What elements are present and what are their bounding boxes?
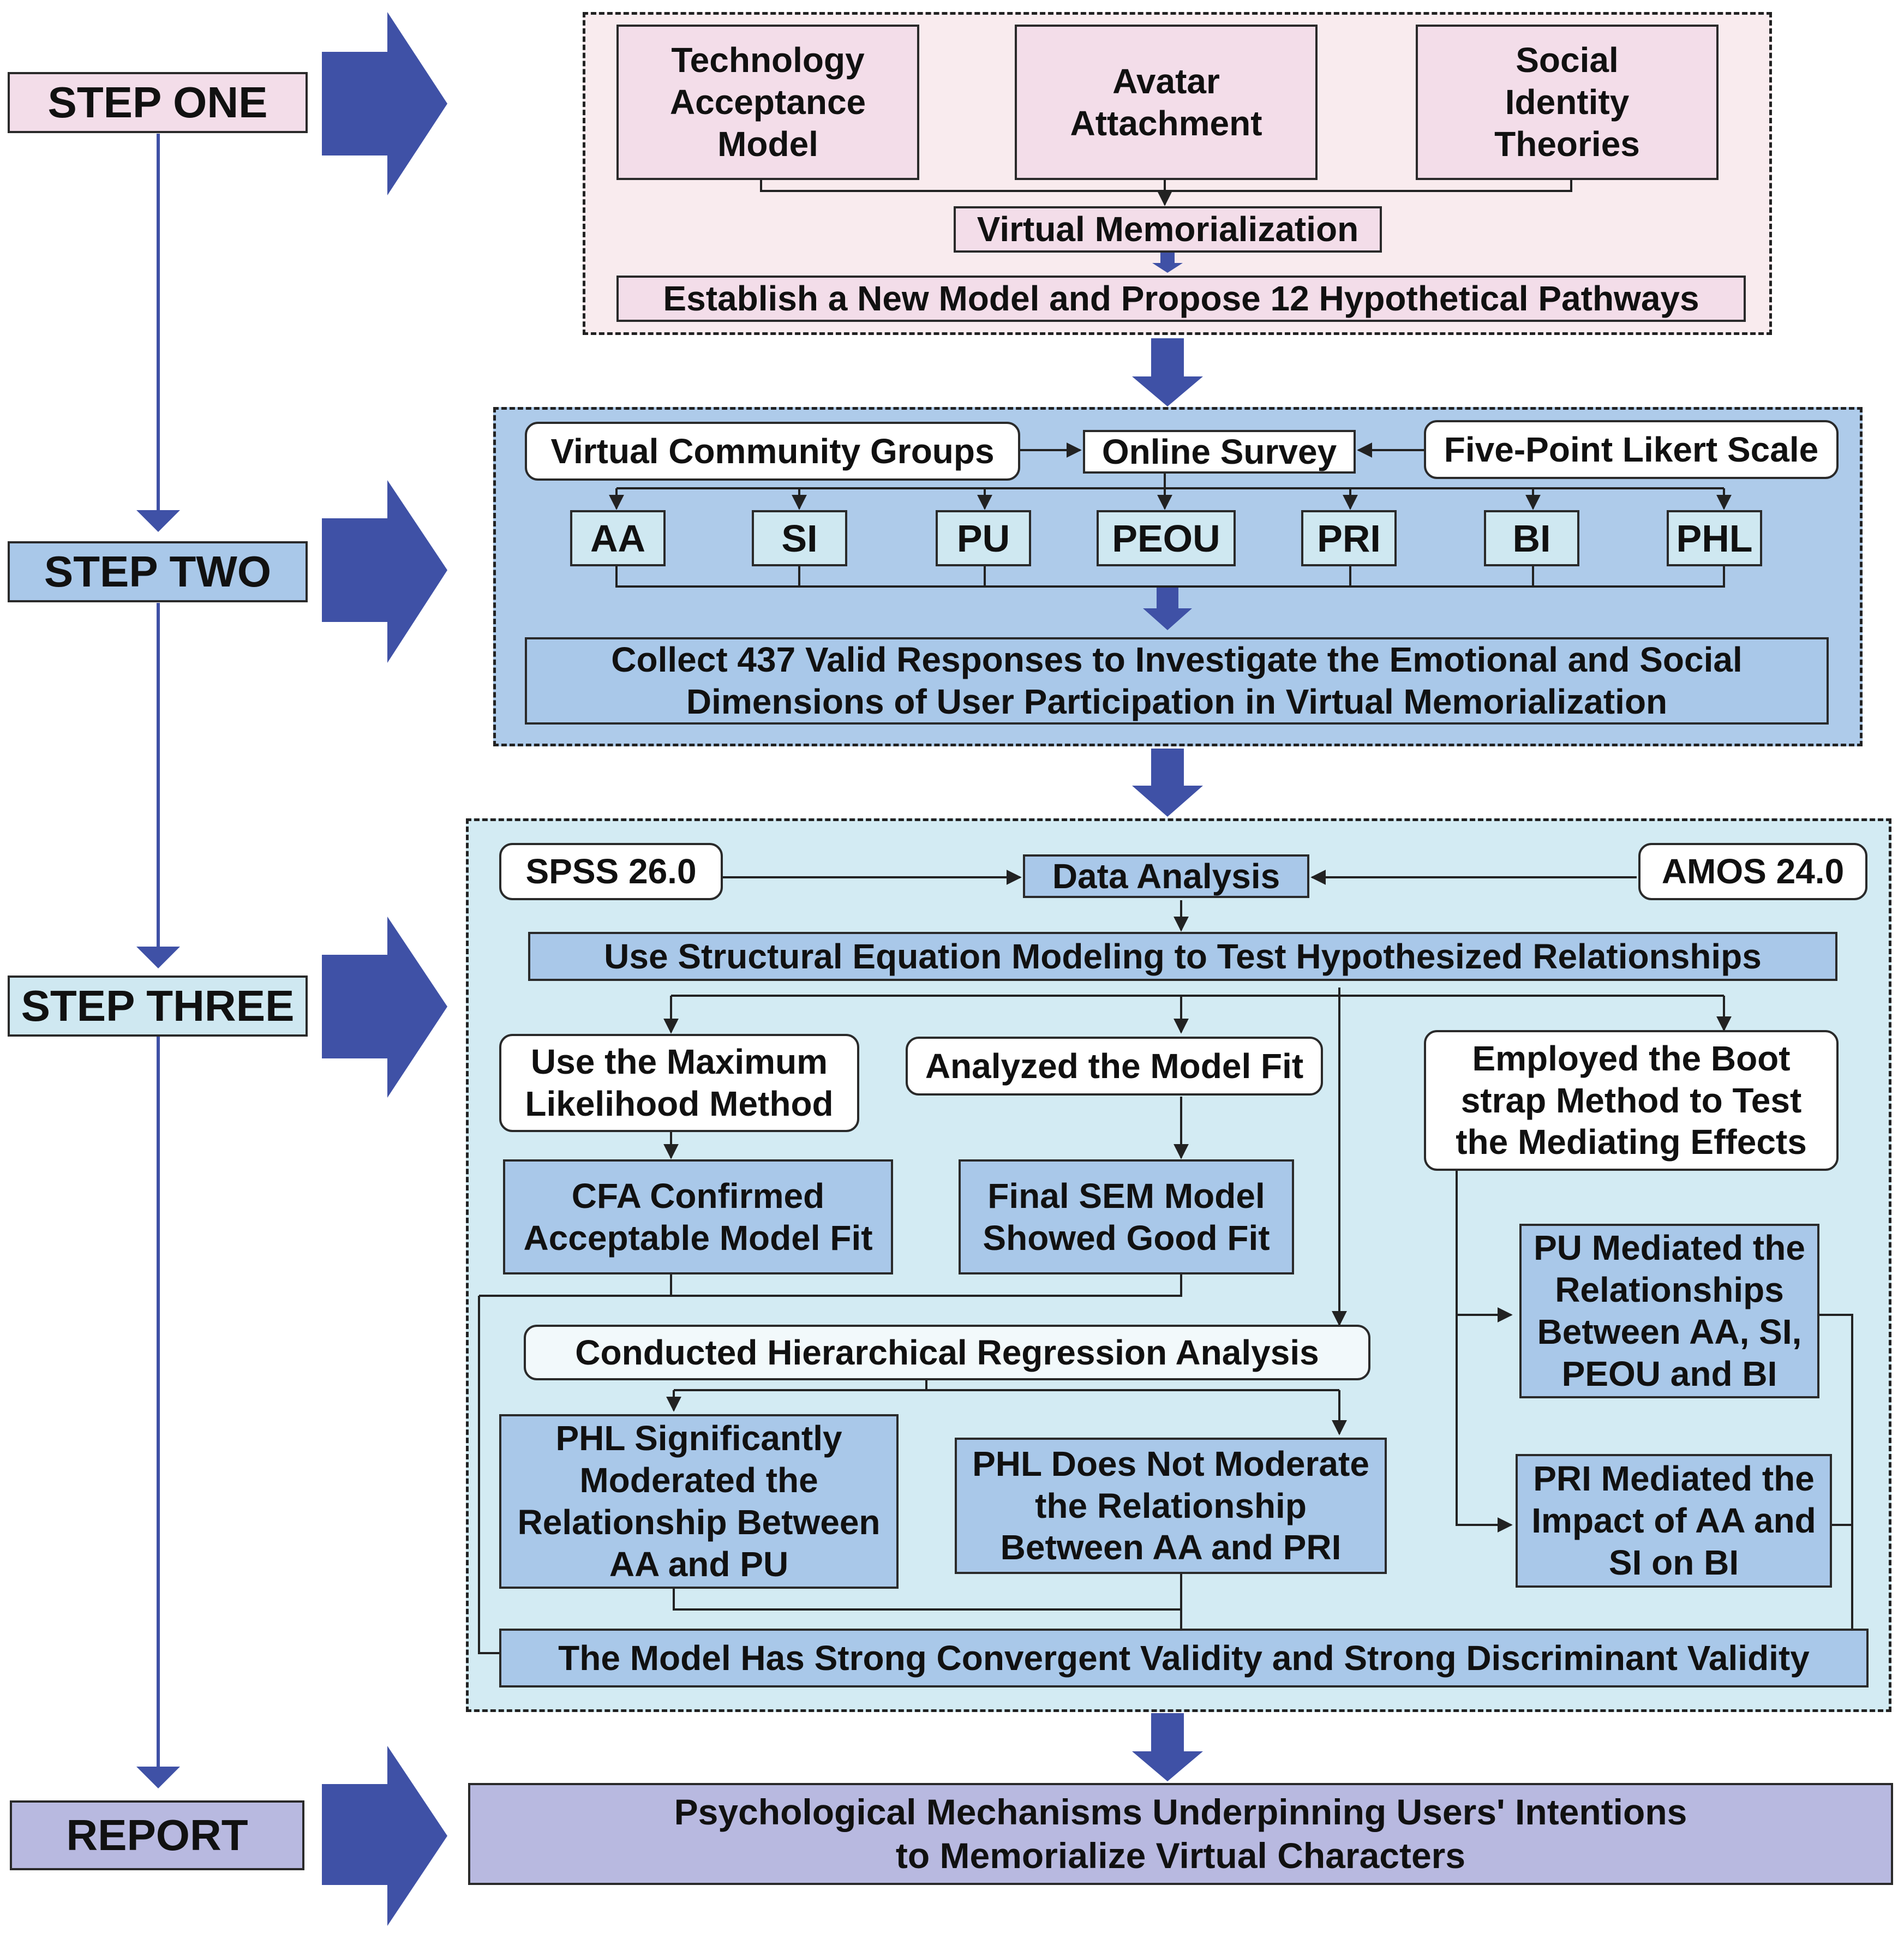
- five-point-likert-scale-box: Five-Point Likert Scale: [1424, 420, 1839, 479]
- virtual-memorialization-box: Virtual Memorialization: [954, 206, 1382, 253]
- step-three-lines: [478, 870, 1853, 1654]
- phl-not-moderate-box: PHL Does Not Moderate the Relationship B…: [955, 1438, 1387, 1574]
- construct-bi-box: BI: [1484, 510, 1579, 566]
- bootstrap-box: Employed the Boot strap Method to Test t…: [1424, 1030, 1839, 1171]
- spss-box: SPSS 26.0: [499, 843, 723, 900]
- construct-pu-box: PU: [936, 510, 1031, 566]
- technology-acceptance-model-box: Technology Acceptance Model: [616, 25, 919, 180]
- hierarchical-regression-box: Conducted Hierarchical Regression Analys…: [524, 1325, 1370, 1380]
- social-identity-theories-box: Social Identity Theories: [1416, 25, 1719, 180]
- maximum-likelihood-box: Use the Maximum Likelihood Method: [499, 1034, 859, 1132]
- avatar-attachment-box: Avatar Attachment: [1015, 25, 1318, 180]
- data-analysis-box: Data Analysis: [1023, 854, 1309, 898]
- step-two-lines: [609, 442, 1732, 588]
- phl-significant-box: PHL Significantly Moderated the Relation…: [499, 1414, 899, 1589]
- collect-responses-box: Collect 437 Valid Responses to Investiga…: [525, 637, 1829, 725]
- step-one-lines: [760, 180, 1572, 206]
- step-three-label: STEP THREE: [8, 976, 308, 1037]
- model-fit-box: Analyzed the Model Fit: [906, 1037, 1323, 1096]
- construct-pri-box: PRI: [1301, 510, 1397, 566]
- final-sem-box: Final SEM Model Showed Good Fit: [959, 1159, 1294, 1274]
- online-survey-box: Online Survey: [1083, 430, 1356, 474]
- construct-peou-box: PEOU: [1097, 510, 1236, 566]
- virtual-community-groups-box: Virtual Community Groups: [525, 422, 1020, 481]
- step-two-label: STEP TWO: [8, 541, 308, 602]
- report-box: Psychological Mechanisms Underpinning Us…: [468, 1783, 1893, 1885]
- block-arrows: [322, 12, 447, 1926]
- cfa-box: CFA Confirmed Acceptable Model Fit: [503, 1159, 893, 1274]
- step-timeline-arrowheads: [136, 510, 180, 1788]
- construct-phl-box: PHL: [1667, 510, 1762, 566]
- pu-mediated-box: PU Mediated the Relationships Between AA…: [1519, 1224, 1819, 1398]
- report-label: REPORT: [10, 1800, 304, 1870]
- sem-box: Use Structural Equation Modeling to Test…: [528, 932, 1837, 981]
- amos-box: AMOS 24.0: [1638, 843, 1867, 900]
- region-arrows: [1132, 252, 1203, 1781]
- establish-model-box: Establish a New Model and Propose 12 Hyp…: [616, 276, 1746, 322]
- construct-aa-box: AA: [570, 510, 666, 566]
- pri-mediated-box: PRI Mediated the Impact of AA and SI on …: [1516, 1454, 1832, 1588]
- step-one-label: STEP ONE: [8, 72, 308, 133]
- validity-box: The Model Has Strong Convergent Validity…: [499, 1629, 1869, 1687]
- construct-si-box: SI: [752, 510, 847, 566]
